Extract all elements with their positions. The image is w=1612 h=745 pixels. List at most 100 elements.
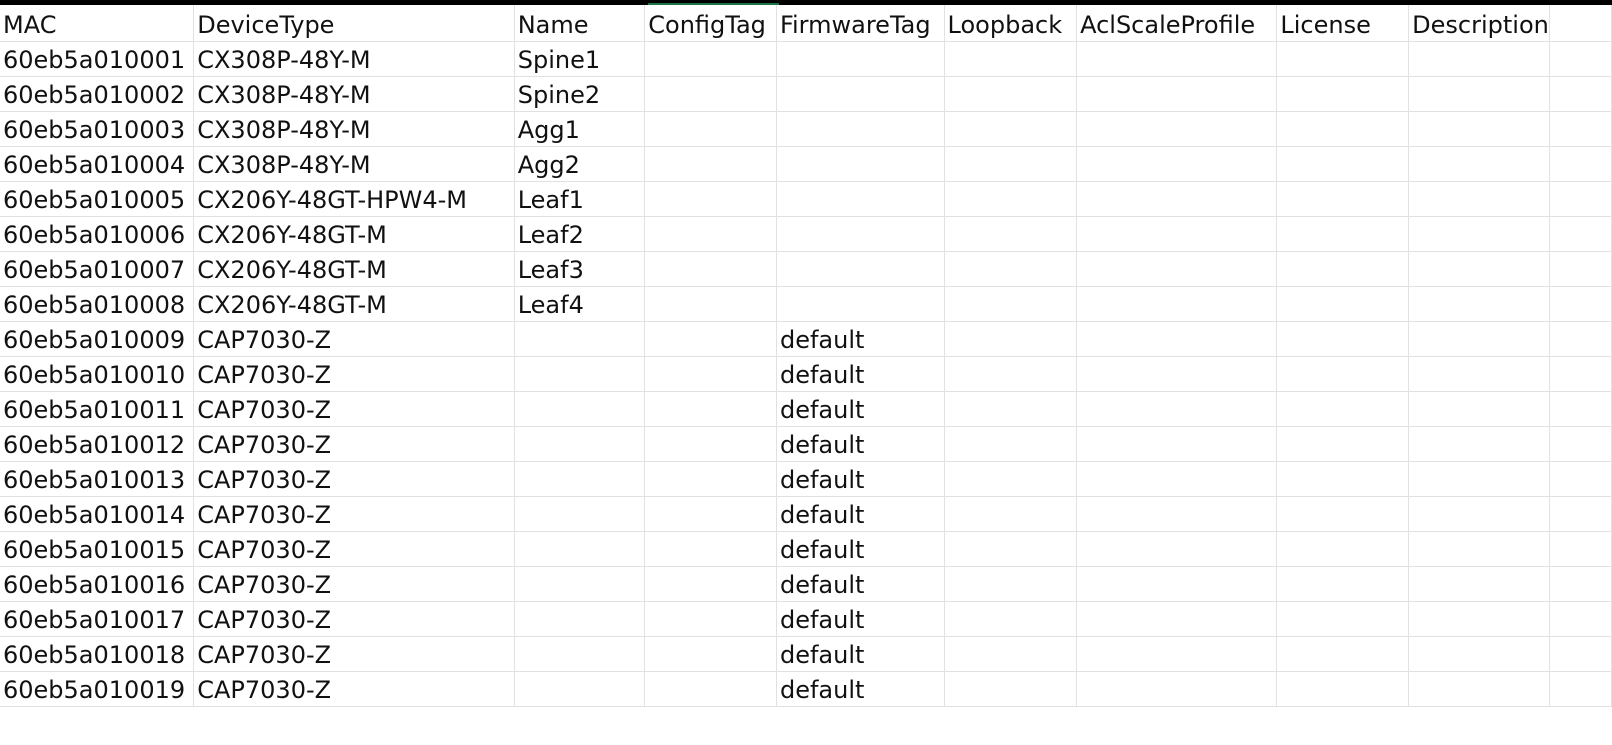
table-cell[interactable]: 60eb5a010002 xyxy=(0,76,195,112)
table-cell[interactable] xyxy=(1076,216,1278,252)
table-cell[interactable] xyxy=(1276,566,1410,602)
table-cell[interactable] xyxy=(1076,286,1278,322)
table-cell[interactable] xyxy=(944,461,1078,497)
table-cell[interactable] xyxy=(1408,461,1550,497)
table-cell[interactable] xyxy=(944,181,1078,217)
table-cell[interactable] xyxy=(944,286,1078,322)
table-cell[interactable]: CAP7030-Z xyxy=(193,321,515,357)
table-cell[interactable]: Leaf3 xyxy=(514,251,646,287)
table-cell[interactable] xyxy=(514,496,646,532)
table-cell[interactable] xyxy=(514,321,646,357)
table-cell[interactable]: 60eb5a010008 xyxy=(0,286,195,322)
table-cell[interactable] xyxy=(1076,181,1278,217)
table-cell[interactable]: Agg2 xyxy=(514,146,646,182)
table-cell[interactable] xyxy=(776,251,945,287)
table-cell[interactable] xyxy=(1076,111,1278,147)
table-cell[interactable]: default xyxy=(776,461,945,497)
table-cell[interactable] xyxy=(514,601,646,637)
header-cell[interactable]: DeviceType xyxy=(193,5,515,42)
table-cell[interactable] xyxy=(1408,76,1550,112)
table-cell[interactable] xyxy=(1549,496,1612,532)
table-cell[interactable]: 60eb5a010007 xyxy=(0,251,195,287)
table-cell[interactable]: default xyxy=(776,356,945,392)
table-cell[interactable]: 60eb5a010011 xyxy=(0,391,195,427)
table-cell[interactable]: CAP7030-Z xyxy=(193,636,515,672)
table-cell[interactable] xyxy=(1076,321,1278,357)
table-cell[interactable]: CAP7030-Z xyxy=(193,461,515,497)
table-cell[interactable]: Spine1 xyxy=(514,41,646,77)
table-cell[interactable] xyxy=(1408,286,1550,322)
table-cell[interactable] xyxy=(1408,356,1550,392)
table-cell[interactable] xyxy=(944,496,1078,532)
table-cell[interactable]: CAP7030-Z xyxy=(193,671,515,707)
table-cell[interactable] xyxy=(1408,251,1550,287)
table-cell[interactable] xyxy=(944,531,1078,567)
table-cell[interactable] xyxy=(1076,356,1278,392)
table-cell[interactable] xyxy=(944,321,1078,357)
table-cell[interactable] xyxy=(514,356,646,392)
table-cell[interactable]: 60eb5a010014 xyxy=(0,496,195,532)
header-cell[interactable]: AclScaleProfile xyxy=(1076,5,1278,42)
table-cell[interactable] xyxy=(1076,531,1278,567)
table-cell[interactable] xyxy=(644,146,777,182)
table-cell[interactable] xyxy=(944,111,1078,147)
table-cell[interactable] xyxy=(1408,671,1550,707)
table-cell[interactable] xyxy=(644,391,777,427)
table-cell[interactable]: default xyxy=(776,566,945,602)
table-cell[interactable]: CX206Y-48GT-M xyxy=(193,251,515,287)
table-cell[interactable] xyxy=(1549,41,1612,77)
table-cell[interactable] xyxy=(1408,321,1550,357)
table-cell[interactable] xyxy=(1549,461,1612,497)
table-cell[interactable]: 60eb5a010012 xyxy=(0,426,195,462)
table-cell[interactable]: 60eb5a010004 xyxy=(0,146,195,182)
table-cell[interactable] xyxy=(644,111,777,147)
table-cell[interactable] xyxy=(1076,146,1278,182)
header-cell[interactable]: MAC xyxy=(0,5,195,42)
table-cell[interactable]: 60eb5a010005 xyxy=(0,181,195,217)
table-cell[interactable] xyxy=(644,426,777,462)
table-cell[interactable] xyxy=(1549,636,1612,672)
table-cell[interactable] xyxy=(1076,426,1278,462)
table-cell[interactable] xyxy=(1276,41,1410,77)
table-cell[interactable] xyxy=(644,356,777,392)
table-cell[interactable]: CAP7030-Z xyxy=(193,601,515,637)
table-cell[interactable] xyxy=(1549,356,1612,392)
table-cell[interactable]: 60eb5a010009 xyxy=(0,321,195,357)
table-cell[interactable]: 60eb5a010019 xyxy=(0,671,195,707)
table-cell[interactable]: 60eb5a010001 xyxy=(0,41,195,77)
table-cell[interactable] xyxy=(644,41,777,77)
table-cell[interactable] xyxy=(1276,671,1410,707)
table-cell[interactable] xyxy=(944,566,1078,602)
table-cell[interactable] xyxy=(514,461,646,497)
header-cell[interactable]: License xyxy=(1276,5,1410,42)
table-cell[interactable]: 60eb5a010006 xyxy=(0,216,195,252)
table-cell[interactable] xyxy=(644,601,777,637)
header-cell[interactable]: Name xyxy=(514,5,646,42)
table-cell[interactable]: CX308P-48Y-M xyxy=(193,146,515,182)
table-cell[interactable] xyxy=(1408,181,1550,217)
table-cell[interactable] xyxy=(514,531,646,567)
table-cell[interactable] xyxy=(1549,426,1612,462)
table-cell[interactable] xyxy=(1408,566,1550,602)
table-cell[interactable] xyxy=(1276,146,1410,182)
table-cell[interactable] xyxy=(944,41,1078,77)
header-cell[interactable]: Description xyxy=(1408,5,1550,42)
table-cell[interactable]: default xyxy=(776,321,945,357)
table-cell[interactable]: CX206Y-48GT-M xyxy=(193,216,515,252)
table-cell[interactable] xyxy=(776,181,945,217)
table-cell[interactable] xyxy=(514,426,646,462)
table-cell[interactable] xyxy=(1549,601,1612,637)
table-cell[interactable] xyxy=(644,76,777,112)
table-cell[interactable] xyxy=(514,391,646,427)
table-cell[interactable] xyxy=(1408,216,1550,252)
table-cell[interactable] xyxy=(1076,601,1278,637)
table-cell[interactable]: Leaf4 xyxy=(514,286,646,322)
table-cell[interactable] xyxy=(514,566,646,602)
table-cell[interactable] xyxy=(1276,356,1410,392)
table-cell[interactable] xyxy=(1408,146,1550,182)
header-cell[interactable]: FirmwareTag xyxy=(776,5,945,42)
table-cell[interactable]: default xyxy=(776,426,945,462)
table-cell[interactable]: default xyxy=(776,671,945,707)
table-cell[interactable] xyxy=(944,671,1078,707)
table-cell[interactable] xyxy=(644,496,777,532)
